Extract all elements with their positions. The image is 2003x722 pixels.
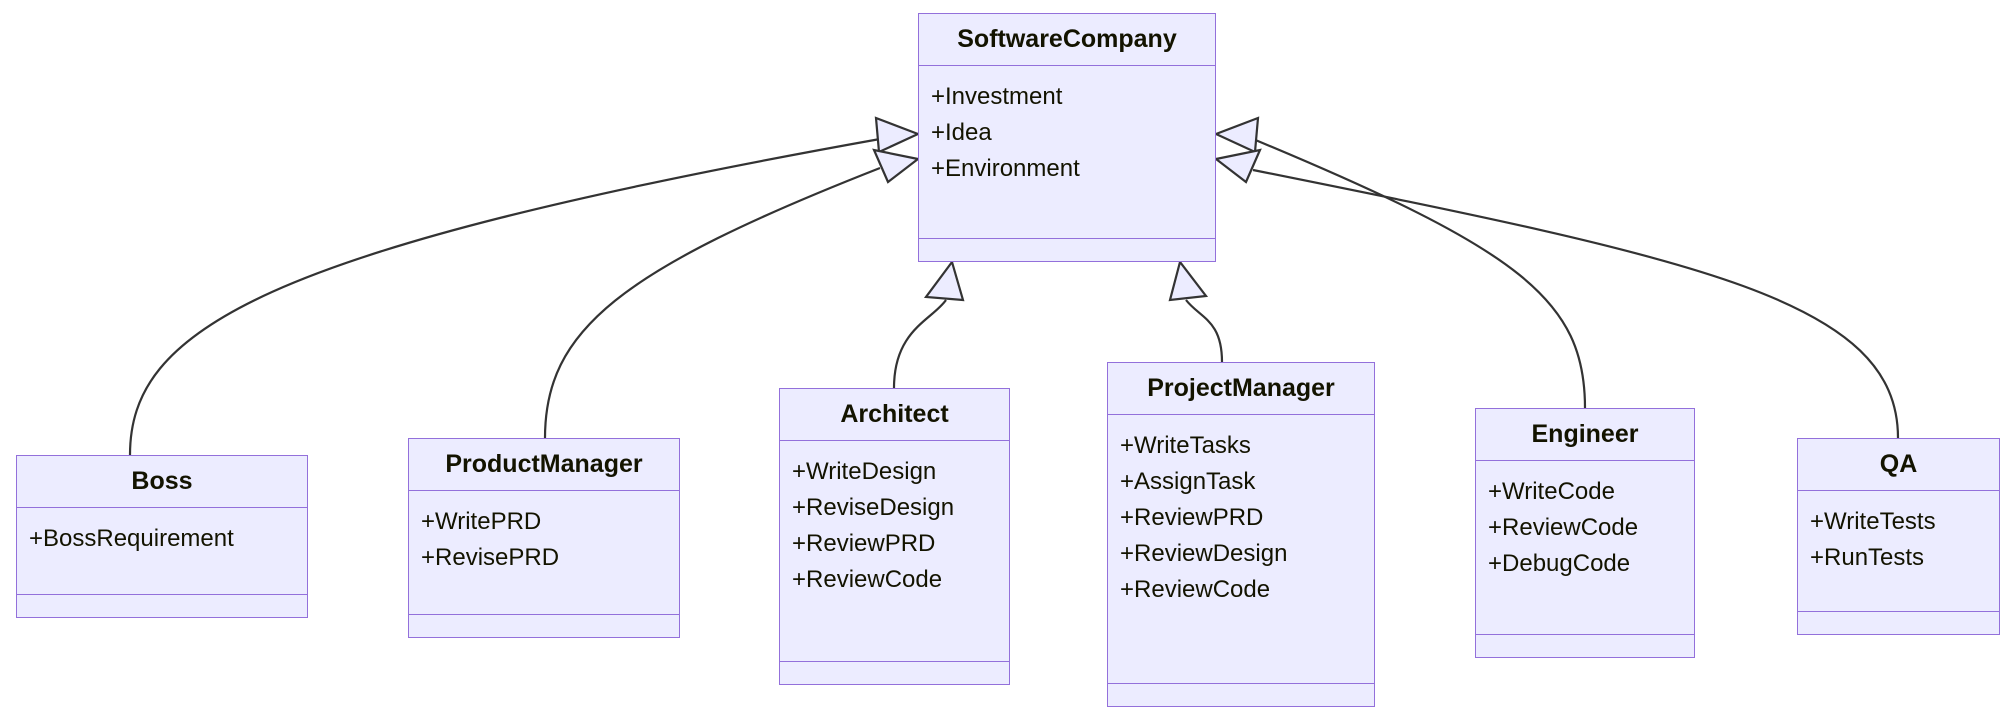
class-divider xyxy=(409,614,679,615)
class-attributes-boss: +BossRequirement xyxy=(17,508,307,569)
hollow-triangle-arrowhead xyxy=(1213,148,1262,184)
class-attribute: +ReviewDesign xyxy=(1120,540,1288,568)
class-methods-qa xyxy=(1798,612,1999,634)
class-divider xyxy=(780,661,1009,662)
class-attributes-software-company: +Investment +Idea +Environment xyxy=(919,66,1215,199)
class-divider xyxy=(919,65,1215,66)
class-attribute: +ReviseDesign xyxy=(792,494,955,522)
class-attributes-architect: +WriteDesign +ReviseDesign +ReviewPRD +R… xyxy=(780,441,1009,610)
hollow-triangle-arrowhead xyxy=(1168,259,1209,302)
class-attribute: +ReviewCode xyxy=(1488,514,1639,542)
class-attribute: +WriteTests xyxy=(1810,508,1936,535)
class-attribute: +ReviewCode xyxy=(792,566,943,594)
class-box-software-company[interactable]: SoftwareCompany +Investment +Idea +Envir… xyxy=(918,13,1216,262)
class-box-architect[interactable]: Architect +WriteDesign +ReviseDesign +Re… xyxy=(779,388,1010,685)
class-divider xyxy=(17,594,307,595)
class-methods-boss xyxy=(17,595,307,617)
hollow-triangle-arrowhead xyxy=(923,259,965,302)
class-attribute: +RunTests xyxy=(1810,544,1925,572)
hollow-triangle-arrowhead xyxy=(1213,116,1260,154)
class-divider xyxy=(1798,490,1999,491)
class-methods-project-manager xyxy=(1108,684,1374,706)
class-title-software-company: SoftwareCompany xyxy=(957,25,1177,53)
class-title-boss: Boss xyxy=(131,467,193,495)
class-attribute: +WriteDesign xyxy=(792,458,937,485)
class-divider xyxy=(780,440,1009,441)
hollow-triangle-arrowhead xyxy=(874,116,921,154)
class-methods-architect xyxy=(780,662,1009,684)
class-title-engineer: Engineer xyxy=(1531,420,1639,448)
class-box-engineer[interactable]: Engineer +WriteCode +ReviewCode +DebugCo… xyxy=(1475,408,1695,658)
class-attribute: +ReviewPRD xyxy=(1120,504,1264,532)
class-attribute: +BossRequirement xyxy=(29,525,234,552)
class-attribute: +WritePRD xyxy=(421,508,542,535)
class-divider xyxy=(1476,460,1694,461)
class-title-project-manager: ProjectManager xyxy=(1147,374,1335,402)
class-attribute: +AssignTask xyxy=(1120,468,1256,496)
edge-architect-to-software-company xyxy=(892,259,965,389)
class-attribute: +WriteCode xyxy=(1488,478,1615,505)
class-divider xyxy=(1476,634,1694,635)
class-divider xyxy=(1108,683,1374,684)
class-divider xyxy=(1798,611,1999,612)
class-box-qa[interactable]: QA +WriteTests +RunTests xyxy=(1797,438,2000,635)
class-divider xyxy=(919,238,1215,239)
class-title-qa: QA xyxy=(1879,450,1918,478)
class-attributes-product-manager: +WritePRD +RevisePRD xyxy=(409,491,679,588)
class-title-product-manager: ProductManager xyxy=(445,450,643,478)
class-attributes-engineer: +WriteCode +ReviewCode +DebugCode xyxy=(1476,461,1694,594)
class-attribute: +DebugCode xyxy=(1488,550,1631,578)
class-box-product-manager[interactable]: ProductManager +WritePRD +RevisePRD xyxy=(408,438,680,638)
class-attributes-qa: +WriteTests +RunTests xyxy=(1798,491,1999,588)
hollow-triangle-arrowhead xyxy=(872,148,921,184)
class-box-boss[interactable]: Boss +BossRequirement xyxy=(16,455,308,618)
class-methods-product-manager xyxy=(409,615,679,637)
class-divider xyxy=(17,507,307,508)
class-methods-software-company xyxy=(919,239,1215,261)
class-attribute: +WriteTasks xyxy=(1120,432,1251,459)
class-attribute: +RevisePRD xyxy=(421,544,560,572)
class-divider xyxy=(409,490,679,491)
class-attribute: +Investment xyxy=(931,83,1063,110)
class-attribute: +ReviewCode xyxy=(1120,576,1271,604)
class-attributes-project-manager: +WriteTasks +AssignTask +ReviewPRD +Revi… xyxy=(1108,415,1374,620)
edge-project-manager-to-software-company xyxy=(1168,259,1224,363)
class-title-architect: Architect xyxy=(840,400,949,428)
class-methods-engineer xyxy=(1476,635,1694,657)
class-attribute: +Environment xyxy=(931,155,1080,183)
class-divider xyxy=(1108,414,1374,415)
class-attribute: +ReviewPRD xyxy=(792,530,936,558)
class-box-project-manager[interactable]: ProjectManager +WriteTasks +AssignTask +… xyxy=(1107,362,1375,707)
class-attribute: +Idea xyxy=(931,119,992,147)
